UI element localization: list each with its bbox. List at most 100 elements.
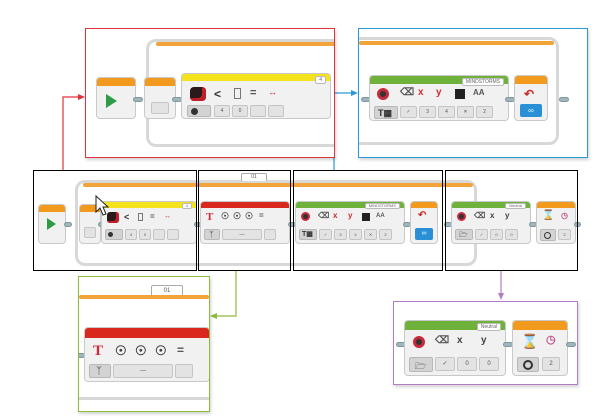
display-icon: [413, 336, 425, 348]
callout-compare-detail: 4 < = ↔ 4 0: [85, 28, 335, 158]
image-input[interactable]: 0: [505, 229, 518, 240]
display-input[interactable]: 3: [334, 229, 347, 240]
display-header: MINDSTORMS: [461, 78, 504, 86]
image-block[interactable]: Neutral ⌫ x y 🗁 ✓ 0 0: [451, 201, 531, 244]
loop-end-block[interactable]: ↶ ∞: [514, 75, 548, 121]
start-block[interactable]: [38, 204, 66, 244]
display-input[interactable]: ✓: [400, 106, 417, 118]
sound-mode-selector[interactable]: ᛉ: [89, 364, 111, 378]
display-icon: [377, 88, 389, 100]
display-input[interactable]: 4: [438, 106, 455, 118]
compare-block[interactable]: 4 < = ↔ 4 0: [181, 73, 331, 119]
display-icon: [301, 212, 310, 221]
display-input[interactable]: ✕: [457, 106, 474, 118]
compare-header-value: 4: [315, 76, 326, 84]
compare-block[interactable]: 4 < = ↔ 4 0: [101, 201, 197, 244]
sound-input[interactable]: —: [113, 364, 173, 378]
text-t-icon: T: [206, 211, 214, 223]
start-block[interactable]: [96, 77, 136, 119]
sound-mode-selector[interactable]: ᛉ: [204, 229, 220, 240]
loop-top-bar: [156, 42, 334, 46]
wait-input[interactable]: 2: [558, 229, 571, 240]
y-label: y: [481, 335, 487, 346]
play-icon[interactable]: [47, 218, 56, 230]
wait-block[interactable]: ⌛ ◷ 2: [512, 320, 568, 376]
eraser-icon: ⌫: [474, 211, 486, 220]
loop-label[interactable]: 01: [241, 173, 267, 181]
compare-input-2[interactable]: 0: [139, 229, 151, 240]
main-program: 01 4 < = ↔ 4 0 T ☉ ☉ ☉ = ᛉ: [33, 170, 581, 270]
display-input[interactable]: 4: [349, 229, 362, 240]
compare-mode-selector[interactable]: [105, 229, 123, 240]
color-sensor-icon: [190, 87, 206, 101]
display-input[interactable]: ✓: [319, 229, 332, 240]
image-mode-selector[interactable]: 🗁: [409, 357, 433, 372]
person-icon: ᛉ: [209, 230, 214, 239]
text-grid-icon: T▦: [378, 108, 393, 118]
sequence-port: [133, 97, 143, 102]
x-position-icon: x: [418, 87, 424, 98]
display-mode-selector[interactable]: T▦: [374, 106, 398, 119]
compare-operator: <: [214, 87, 222, 101]
image-header: Neutral: [476, 323, 501, 331]
display-header: MINDSTORMS: [364, 203, 400, 209]
timer-icon: ◷: [546, 334, 556, 346]
wait-mode-selector[interactable]: [540, 229, 556, 241]
color-fill-icon: [455, 89, 465, 99]
wait-mode-selector[interactable]: [517, 357, 539, 372]
connector-red: [62, 96, 82, 170]
arrow-red: [78, 94, 85, 100]
compare-operator: <: [124, 212, 130, 222]
compare-mode-selector[interactable]: [187, 105, 211, 117]
sound-block[interactable]: T ☉ ☉ ☉ = ᛉ —: [84, 327, 209, 382]
sound-output: [264, 229, 276, 240]
image-mode-selector[interactable]: 🗁: [455, 229, 473, 240]
image-input[interactable]: ✓: [435, 357, 455, 371]
display-input[interactable]: 2: [379, 229, 392, 240]
x-label: x: [457, 335, 463, 346]
display-block[interactable]: MINDSTORMS ⌫ x y AA T▦ ✓ 3 4 ✕ 2: [295, 201, 405, 244]
note-icon: ☉: [115, 343, 127, 358]
loop-end-block[interactable]: ↶ ∞: [410, 201, 438, 244]
display-icon: [457, 212, 466, 221]
display-mode-selector[interactable]: T▦: [299, 229, 317, 240]
loop-mode-button[interactable]: ∞: [520, 104, 542, 117]
measure-icon: ↔: [268, 87, 277, 97]
display-block[interactable]: MINDSTORMS ⌫ x y AA T▦ ✓ 3 4 ✕ 2: [369, 75, 509, 121]
compare-input-2[interactable]: 0: [232, 105, 248, 117]
display-input[interactable]: ✕: [364, 229, 377, 240]
sound-input[interactable]: —: [222, 229, 262, 240]
connector-green: [214, 270, 237, 317]
loop-label[interactable]: 01: [151, 285, 183, 295]
image-input[interactable]: ✓: [475, 229, 488, 240]
timer-mode-icon: [544, 232, 551, 239]
x-position-icon: x: [333, 211, 338, 220]
note-icon: ☉: [221, 211, 230, 221]
play-icon[interactable]: [106, 94, 117, 108]
wait-input[interactable]: 2: [542, 357, 560, 371]
display-input[interactable]: 3: [419, 106, 436, 118]
image-input[interactable]: 0: [490, 229, 503, 240]
wait-block[interactable]: ⌛ ◷ 2: [536, 201, 576, 244]
loop-mode-button[interactable]: ∞: [415, 228, 433, 240]
arrow-green: [210, 313, 217, 319]
timer-icon: ◷: [561, 211, 568, 220]
loop-interrupt-icon: ↶: [524, 87, 535, 101]
eraser-icon: ⌫: [318, 211, 330, 220]
compare-input-1[interactable]: 4: [125, 229, 137, 240]
image-block[interactable]: Neutral ⌫ x y 🗁 ✓ 0 0: [404, 320, 506, 376]
image-input[interactable]: 0: [457, 357, 477, 371]
image-input[interactable]: 0: [479, 357, 499, 371]
arrow-blue: [351, 90, 358, 96]
compare-input-1[interactable]: 4: [214, 105, 230, 117]
font-size-icon: AA: [376, 213, 385, 219]
threshold-icon: [138, 213, 143, 221]
sequence-port: [574, 222, 581, 227]
sound-block[interactable]: T ☉ ☉ ☉ = ᛉ —: [200, 201, 290, 244]
equals-icon: =: [250, 87, 257, 99]
compare-output-2: [268, 105, 284, 117]
display-input[interactable]: 2: [476, 106, 493, 118]
main-loop-top-bar: [83, 183, 473, 187]
note-icon: ☉: [245, 211, 254, 221]
compare-output-1: [250, 105, 266, 117]
